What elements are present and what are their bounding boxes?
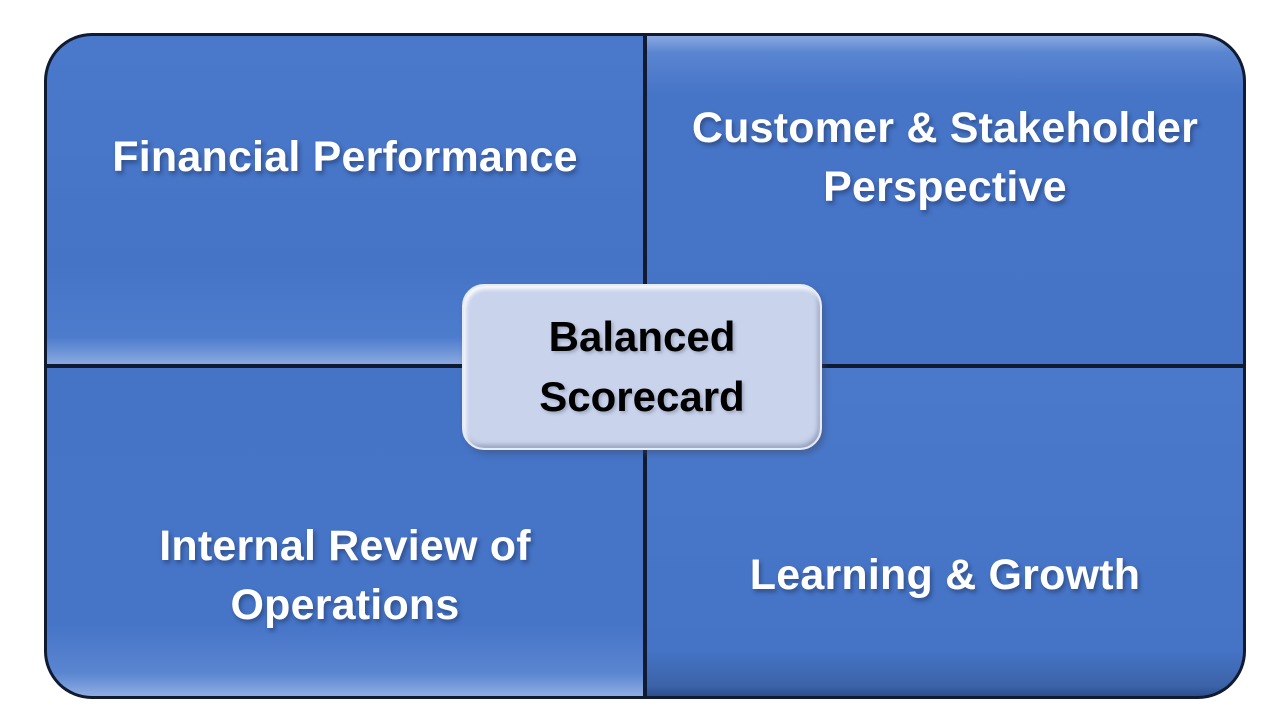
quadrant-financial-performance: Financial Performance	[47, 36, 643, 364]
quadrant-label-learning-growth: Learning & Growth	[749, 551, 1141, 600]
center-title-box: Balanced Scorecard	[462, 284, 822, 450]
quadrant-label-financial-performance: Financial Performance	[112, 133, 578, 182]
quadrant-label-customer-stakeholder: Customer & Stakeholder Perspective	[691, 103, 1199, 211]
diagram-title: Balanced Scorecard	[539, 313, 745, 420]
quadrant-label-internal-review: Internal Review of Operations	[159, 521, 531, 629]
